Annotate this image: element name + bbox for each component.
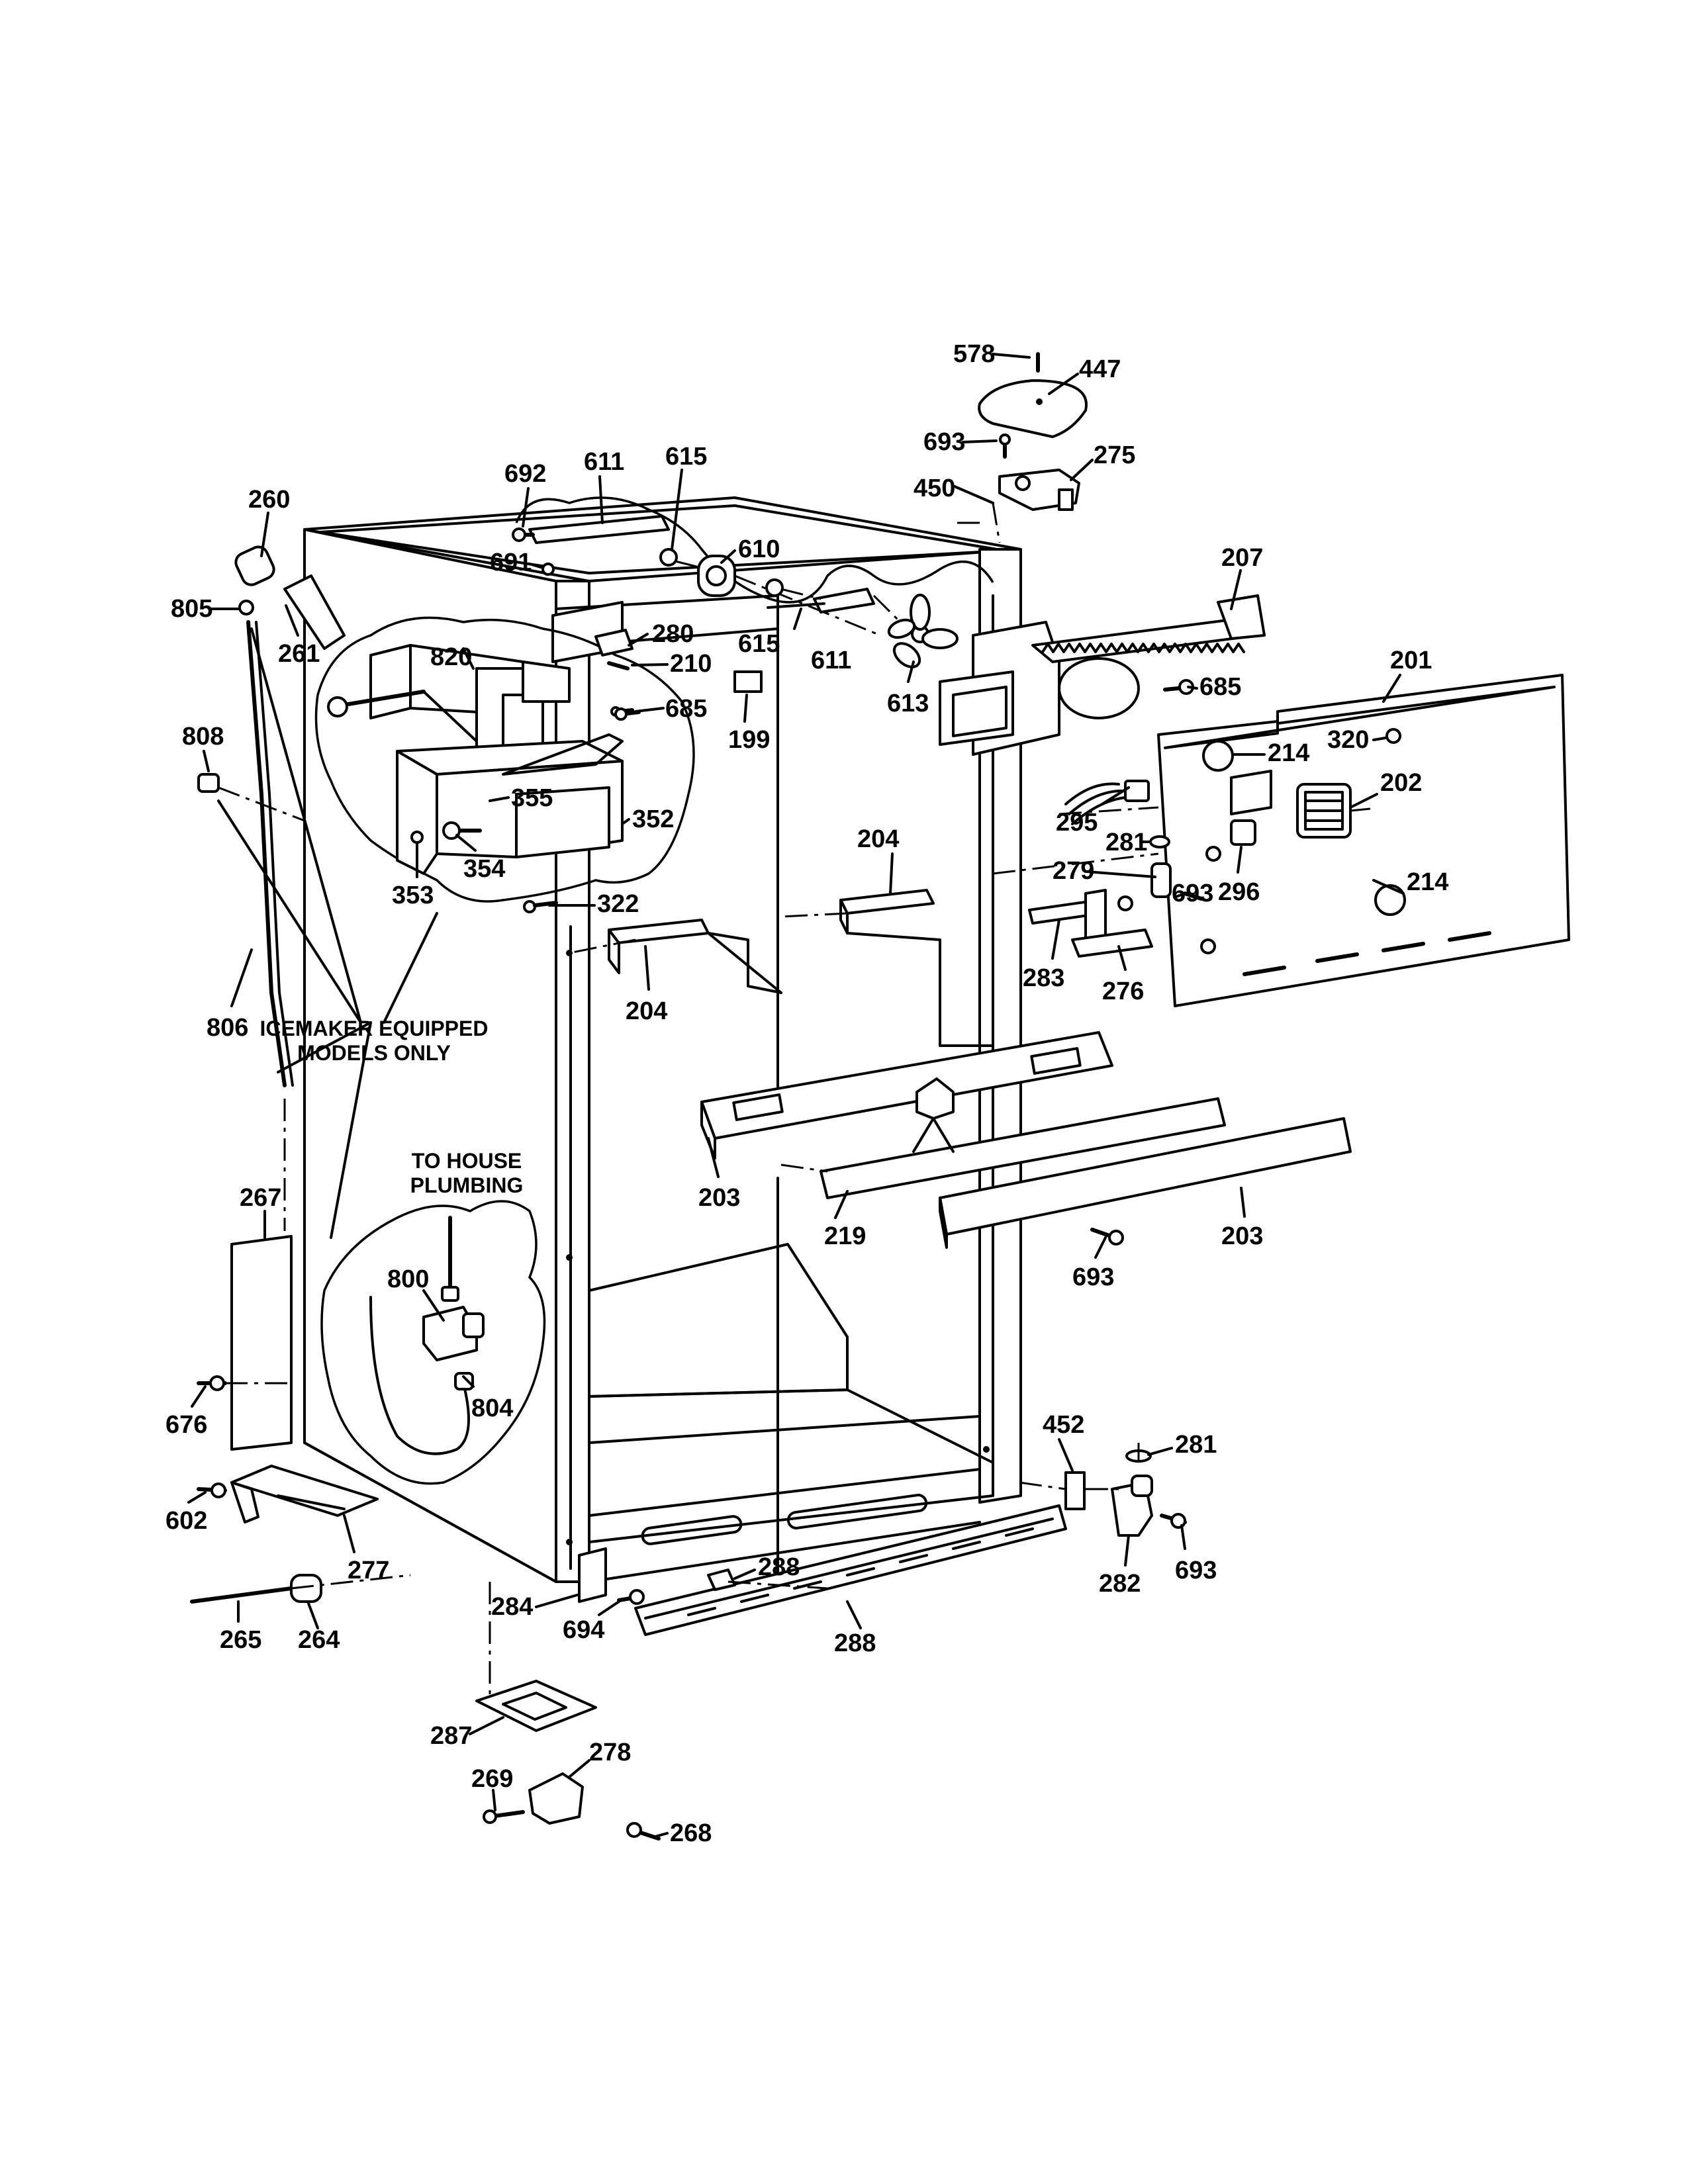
callout-label: 203 [698, 1184, 740, 1212]
lower-right-parts [1064, 1449, 1187, 1537]
fan-assembly [512, 515, 1266, 756]
callout-labels: 578 447 693 275 450 692 611 615 260 691 … [165, 340, 1448, 1847]
ice-bucket [396, 733, 624, 875]
callout-label: 284 [491, 1593, 533, 1621]
icemaker-cutaway [314, 616, 695, 903]
callout-label: 611 [811, 647, 851, 674]
callout-label: 800 [387, 1265, 429, 1293]
callout-label: 282 [1099, 1570, 1141, 1598]
mullion-bracket-left [608, 919, 782, 994]
callout-label: 199 [728, 726, 770, 754]
callout-label: 203 [1221, 1222, 1263, 1250]
bottom-grille [578, 1504, 1067, 1636]
callout-label: 610 [738, 535, 780, 563]
callout-label: 691 [490, 549, 532, 576]
callout-label: 806 [207, 1014, 248, 1042]
icemaker-note: ICEMAKER EQUIPPED MODELS ONLY [260, 1017, 489, 1065]
callout-label: 279 [1053, 857, 1094, 885]
callout-label: 615 [665, 443, 707, 471]
callout-label: 804 [471, 1394, 513, 1422]
callout-label: 820 [430, 643, 472, 671]
callout-label: 692 [504, 460, 546, 488]
callout-label: 288 [834, 1629, 876, 1657]
callout-label: 296 [1218, 878, 1260, 906]
callout-label: 452 [1043, 1411, 1084, 1439]
callout-label: 295 [1056, 809, 1098, 837]
callout-label: 275 [1094, 441, 1135, 469]
callout-label: 288 [758, 1553, 800, 1581]
callout-label: 615 [738, 630, 780, 658]
callout-label: 210 [670, 650, 712, 678]
callout-label: 578 [953, 340, 995, 368]
icemaker-screws [410, 706, 634, 913]
callout-label: 214 [1268, 739, 1309, 767]
callout-label: 281 [1175, 1431, 1217, 1459]
callout-label: 219 [824, 1222, 866, 1250]
callout-label: 265 [220, 1626, 261, 1654]
callout-label: 207 [1221, 544, 1263, 572]
callout-label: 287 [430, 1722, 472, 1750]
plumbing-cutaway [320, 1200, 546, 1485]
callout-label: 613 [887, 690, 929, 717]
callout-label: 269 [471, 1765, 513, 1793]
fill-tube [234, 545, 346, 1087]
callout-label: 355 [511, 784, 553, 812]
callout-label: 281 [1105, 829, 1147, 856]
callout-label: 693 [1175, 1557, 1217, 1584]
assembly-lines [218, 522, 1371, 1694]
callout-label: 267 [240, 1184, 281, 1212]
callout-label: 201 [1390, 647, 1432, 674]
grommet [197, 773, 220, 793]
callout-label: 450 [914, 475, 955, 502]
callout-label: 693 [923, 428, 965, 456]
callout-label: 260 [248, 486, 290, 514]
callout-label: 204 [857, 825, 899, 853]
callout-label: 353 [392, 882, 434, 909]
callout-label: 280 [652, 620, 694, 648]
callout-label: 611 [584, 448, 624, 476]
callout-label: 685 [665, 695, 707, 723]
callout-label: 202 [1380, 769, 1422, 797]
callout-label: 264 [298, 1626, 340, 1654]
thermostat-parts [594, 629, 763, 721]
plumbing-note: TO HOUSE PLUMBING [410, 1149, 524, 1197]
callout-label: 214 [1407, 868, 1448, 896]
icemaker-note-line1: ICEMAKER EQUIPPED [260, 1017, 489, 1040]
icemaker-note-line2: MODELS ONLY [297, 1041, 451, 1065]
callout-label: 694 [563, 1616, 604, 1644]
control-panel [1157, 674, 1570, 1007]
callout-label: 277 [348, 1557, 389, 1584]
mullion-rails [700, 1031, 1352, 1249]
callout-label: 685 [1199, 673, 1241, 701]
callout-label: 268 [670, 1819, 712, 1847]
top-hinge [978, 352, 1088, 543]
callout-label: 204 [626, 997, 667, 1025]
callout-label: 283 [1023, 964, 1064, 992]
callout-label: 602 [165, 1507, 207, 1535]
mullion-bracket-right [839, 889, 994, 1047]
plumbing-note-line2: PLUMBING [410, 1173, 524, 1197]
callout-label: 278 [589, 1739, 631, 1766]
callout-label: 352 [632, 805, 674, 833]
callout-label: 276 [1102, 978, 1144, 1005]
callout-label: 322 [597, 890, 639, 918]
callout-label: 320 [1327, 726, 1369, 754]
callout-label: 676 [165, 1411, 207, 1439]
wire-harness [1064, 780, 1203, 901]
callout-label: 261 [278, 640, 320, 668]
callout-label: 693 [1172, 880, 1213, 907]
callout-label: 447 [1079, 355, 1121, 383]
callout-label: 805 [171, 595, 212, 623]
plumbing-note-line1: TO HOUSE [412, 1149, 522, 1173]
callout-label: 693 [1072, 1263, 1114, 1291]
callout-label: 808 [182, 723, 224, 751]
center-hinge [1028, 889, 1153, 958]
leader-lines [187, 353, 1405, 1838]
callout-label: 354 [463, 855, 505, 883]
bottom-parts [475, 1680, 661, 1841]
